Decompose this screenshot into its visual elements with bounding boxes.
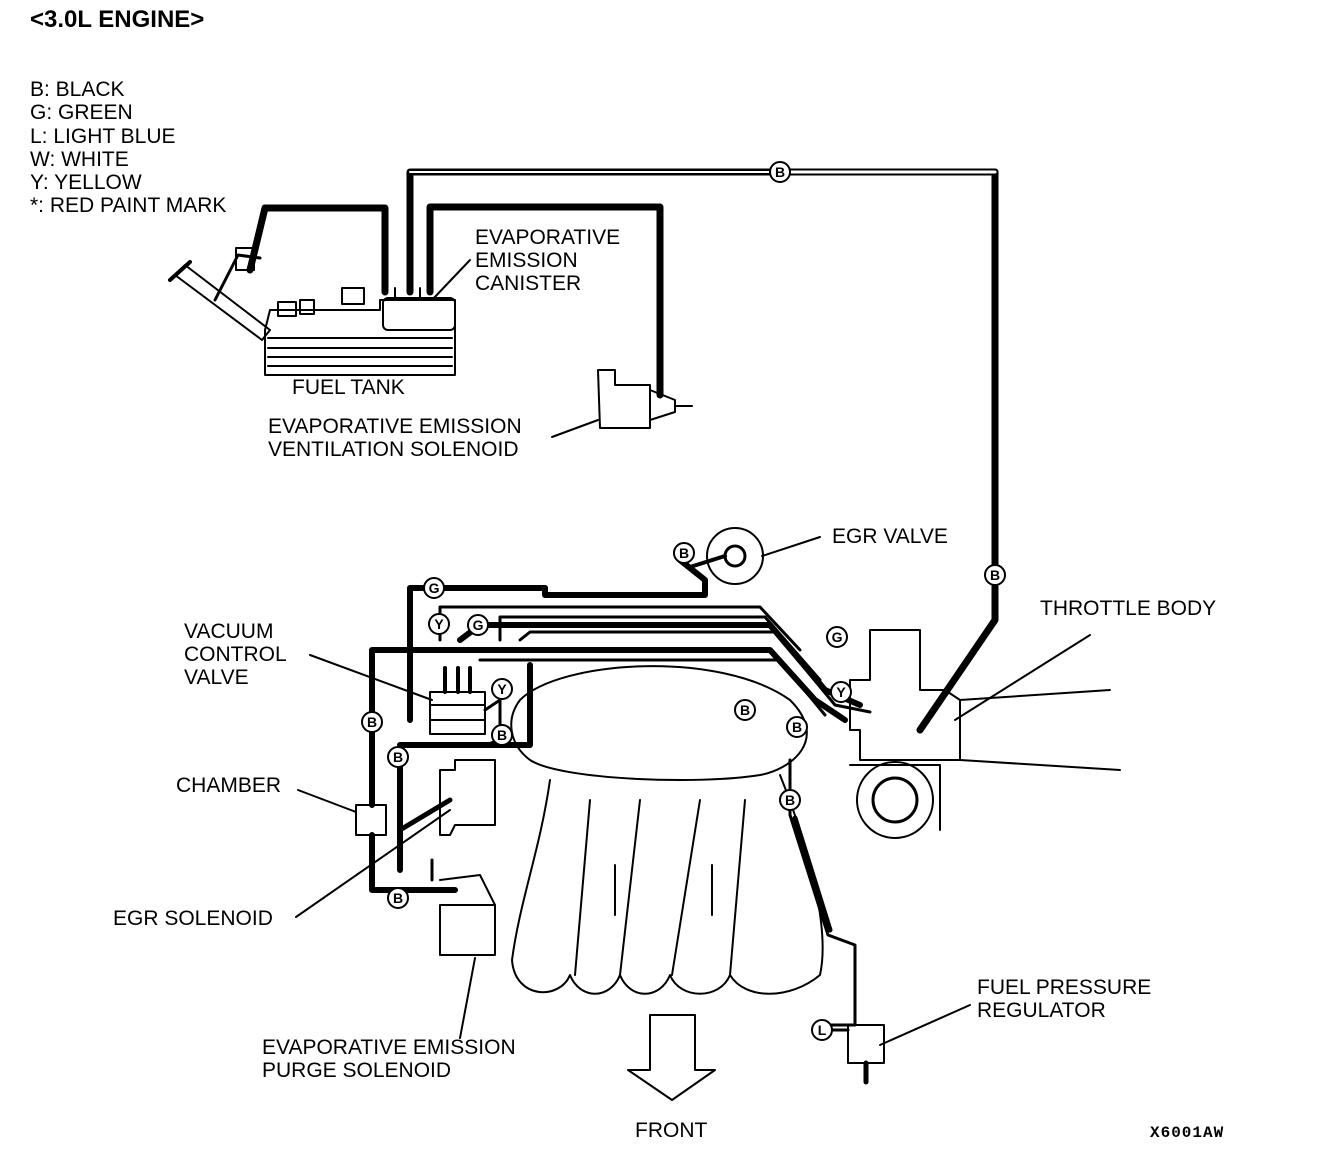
vent-solenoid	[597, 369, 693, 429]
egr-solenoid	[397, 759, 496, 836]
legend-item-green: G: GREEN	[30, 101, 133, 125]
svg-text:B: B	[775, 164, 785, 180]
svg-text:G: G	[832, 629, 843, 645]
hose-tag-black: B	[387, 746, 409, 768]
label-front: FRONT	[635, 1119, 708, 1142]
svg-text:G: G	[429, 580, 440, 596]
label-throttle-body: THROTTLE BODY	[1040, 597, 1217, 620]
hose-tag-yellow: Y	[428, 613, 450, 635]
hose-tag-black: B	[769, 161, 791, 183]
egr-valve	[542, 527, 764, 598]
svg-text:B: B	[393, 749, 403, 765]
legend-item-red-paint-mark: *: RED PAINT MARK	[30, 194, 227, 218]
svg-text:B: B	[497, 727, 507, 743]
label-egr-valve: EGR VALVE	[832, 525, 948, 548]
svg-text:B: B	[393, 890, 403, 906]
legend-item-yellow: Y: YELLOW	[30, 171, 142, 195]
hose-tag-black: B	[734, 699, 756, 721]
front-arrow-icon	[627, 1014, 716, 1101]
svg-text:B: B	[679, 545, 689, 561]
legend-item-light-blue: L: LIGHT BLUE	[30, 124, 176, 148]
hose-tank-to-canister	[246, 204, 389, 296]
legend-item-white: W: WHITE	[30, 147, 129, 171]
label-fuel-tank: FUEL TANK	[292, 376, 405, 399]
hose-tags: B B B G Y G G Y B B Y B B B B B L	[361, 161, 1006, 1041]
label-evap-canister: EVAPORATIVE EMISSION CANISTER	[475, 226, 621, 295]
label-vacuum-control-valve: VACUUM CONTROL VALVE	[184, 620, 287, 689]
purge-solenoid	[430, 858, 496, 956]
hose-tag-black: B	[491, 724, 513, 746]
page-title: <3.0L ENGINE>	[30, 6, 205, 33]
svg-text:L: L	[818, 1022, 827, 1038]
hose-tag-black: B	[984, 564, 1006, 586]
hose-tag-black: B	[387, 887, 409, 909]
hose-tag-green: G	[467, 614, 489, 636]
legend-item-black: B: BLACK	[30, 78, 125, 101]
svg-text:Y: Y	[434, 616, 444, 632]
leader-lines	[295, 259, 1091, 1046]
hose-tag-green: G	[423, 577, 445, 599]
hose-tag-light-blue: L	[811, 1019, 833, 1041]
hose-tag-black: B	[361, 711, 383, 733]
vacuum-hose-harness	[369, 585, 872, 893]
hose-canister-to-vent-solenoid	[426, 203, 664, 399]
throttle-body	[849, 629, 1121, 839]
hose-tag-yellow: Y	[830, 681, 852, 703]
evap-canister	[382, 287, 456, 331]
label-fuel-pressure-regulator: FUEL PRESSURE REGULATOR	[977, 976, 1152, 1022]
svg-text:Y: Y	[836, 684, 846, 700]
vacuum-control-valve	[429, 666, 502, 747]
chamber	[355, 804, 387, 836]
hose-tag-black: B	[786, 716, 808, 738]
intake-manifold	[510, 665, 824, 995]
svg-text:Y: Y	[497, 681, 507, 697]
label-purge-solenoid: EVAPORATIVE EMISSION PURGE SOLENOID	[262, 1036, 516, 1082]
svg-text:B: B	[740, 702, 750, 718]
svg-text:B: B	[990, 567, 1000, 583]
figure-code: X6001AW	[1150, 1124, 1225, 1142]
svg-text:B: B	[792, 719, 802, 735]
color-legend: B: BLACK G: GREEN L: LIGHT BLUE W: WHITE…	[30, 78, 226, 218]
label-vent-solenoid: EVAPORATIVE EMISSION VENTILATION SOLENOI…	[268, 415, 522, 461]
label-chamber: CHAMBER	[176, 774, 282, 797]
svg-text:B: B	[785, 792, 795, 808]
hose-tag-black: B	[673, 542, 695, 564]
svg-text:B: B	[367, 714, 377, 730]
fuel-pressure-regulator	[788, 758, 885, 1085]
label-egr-solenoid: EGR SOLENOID	[113, 907, 273, 930]
hose-tag-black: B	[779, 789, 801, 811]
fuel-tank	[168, 247, 456, 376]
hose-tag-yellow: Y	[491, 678, 513, 700]
svg-text:G: G	[473, 617, 484, 633]
hose-tag-green: G	[826, 626, 848, 648]
